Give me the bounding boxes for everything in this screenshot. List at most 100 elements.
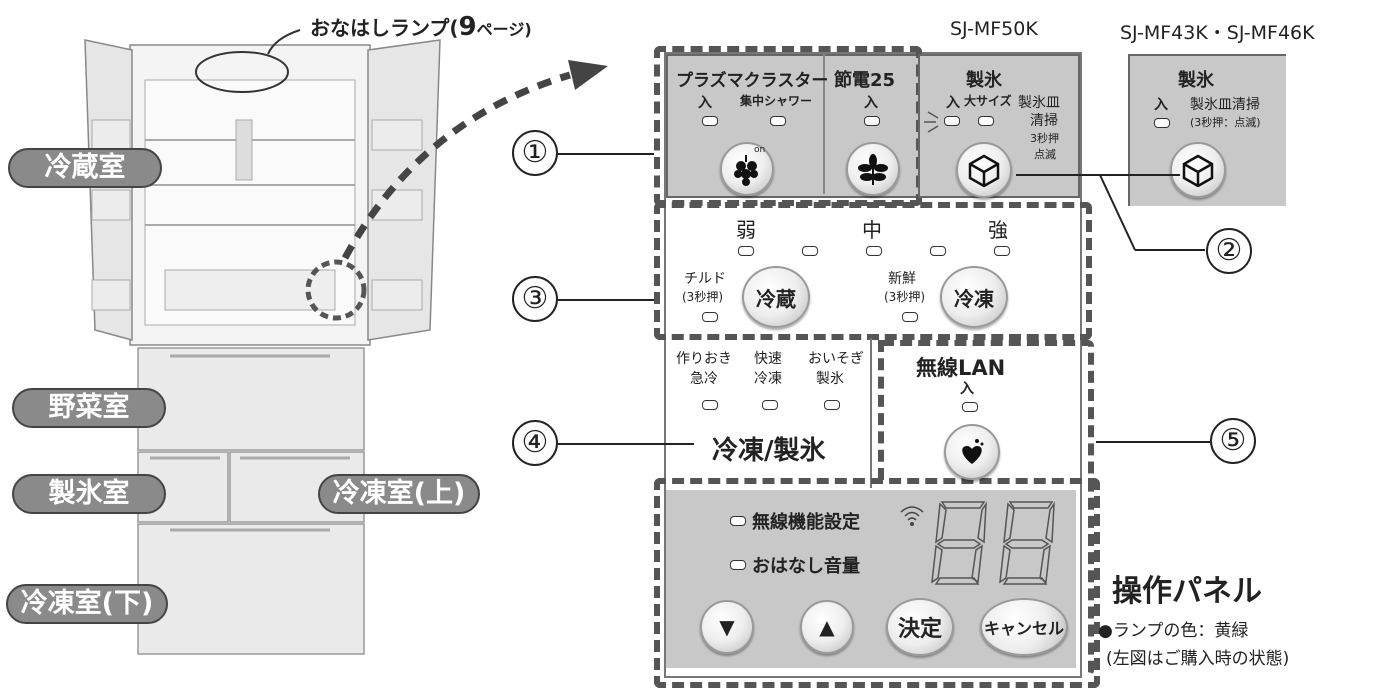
label-upper-freezer: 冷凍室(上) — [318, 474, 480, 514]
panel-location-marker — [305, 259, 367, 321]
ice-alt-title: 製氷 — [1178, 70, 1214, 91]
opt3-line1: おいそぎ — [808, 351, 864, 367]
opt2-lamp — [762, 400, 778, 410]
opt2-line1: 快速 — [754, 351, 782, 367]
model-main: SJ-MF50K — [950, 18, 1038, 40]
callout-5-frame — [876, 340, 1094, 676]
freeze-button[interactable]: 冷凍 — [940, 266, 1008, 328]
chilled-lamp — [702, 312, 718, 322]
grape-icon — [734, 155, 758, 186]
plasma-button[interactable] — [720, 142, 774, 196]
cancel-button[interactable]: キャンセル — [980, 598, 1068, 656]
cancel-label: キャンセル — [983, 619, 1064, 638]
ice-alt-lamp — [1154, 118, 1170, 128]
ice-button-main[interactable] — [956, 142, 1012, 198]
ice-hold-label1: 3秒押 — [1030, 132, 1059, 145]
section4-divider — [870, 338, 872, 488]
ice-alt-tray-label: 製氷皿清掃 — [1190, 97, 1260, 113]
opt3-line2: 製氷 — [816, 371, 844, 387]
callout-2-lines — [1016, 174, 1205, 251]
up-arrow-icon: ▲ — [819, 615, 835, 639]
wlan-title: 無線LAN — [916, 356, 1006, 380]
setsuden-on-label: 入 — [864, 95, 878, 111]
voice-lamp-callout: おなはしランプ(9ページ) — [310, 12, 532, 42]
plasma-focus-label: 集中シャワー — [740, 94, 813, 108]
setsuden-lamp — [864, 116, 880, 126]
fresh-label: 新鮮 — [888, 271, 916, 287]
temp-lamp-1 — [738, 246, 754, 256]
ice-on-lamp — [944, 116, 960, 126]
freeze-ice-button[interactable]: 冷凍/製氷 — [712, 436, 826, 466]
ice-alt-on-label: 入 — [1154, 97, 1168, 113]
setsuden-title: 節電25 — [834, 70, 896, 91]
opt1-lamp — [702, 400, 718, 410]
plasma-on-label: 入 — [698, 95, 712, 111]
caption-lamp-color: ●ランプの色：黄緑 — [1098, 621, 1249, 641]
chilled-label: チルド — [684, 271, 726, 287]
ice-tray-label1: 製氷皿 — [1018, 95, 1060, 111]
label-lower-freezer: 冷凍室(下) — [6, 584, 168, 624]
label-vegetable: 野菜室 — [12, 388, 166, 428]
ice-large-label: 大サイズ — [964, 94, 1012, 108]
ice-on-label: 入 — [946, 95, 960, 111]
callout-3-frame — [654, 202, 1092, 340]
wireless-setting-label: 無線機能設定 — [752, 512, 860, 533]
wifi-icon — [900, 506, 924, 526]
voice-lamp-marker — [195, 51, 289, 93]
callout-5: ⑤ — [1210, 418, 1256, 464]
callout-3: ③ — [512, 276, 558, 322]
seven-segment-display — [931, 501, 1055, 585]
callout-2: ② — [1206, 228, 1252, 274]
temp-mid: 中 — [862, 218, 882, 242]
plasma-focus-lamp — [770, 116, 786, 126]
opt2-line2: 冷凍 — [754, 371, 782, 387]
blink-rays-icon — [924, 111, 939, 133]
vegetable-drawer — [137, 347, 365, 451]
wlan-lamp — [962, 402, 978, 412]
temp-lamp-2 — [802, 246, 818, 256]
ice-button-alt[interactable] — [1170, 142, 1226, 198]
ice-alt-hold-label: (3秒押：点滅) — [1190, 116, 1261, 129]
model-alt: SJ-MF43K・SJ-MF46K — [1120, 22, 1315, 44]
up-button[interactable]: ▲ — [800, 600, 854, 654]
temp-strong: 強 — [988, 218, 1008, 242]
caption-title: 操作パネル — [1112, 574, 1262, 609]
opt3-lamp — [824, 400, 840, 410]
setsuden-button[interactable] — [846, 142, 900, 196]
callout-1: ① — [512, 130, 558, 176]
callout-1-frame — [654, 46, 922, 206]
label-ice: 製氷室 — [12, 474, 166, 514]
opt1-line1: 作りおき — [676, 351, 732, 367]
ice-cube-icon — [968, 154, 1000, 187]
freeze-button-label: 冷凍 — [954, 286, 994, 311]
temp-lamp-4 — [930, 246, 946, 256]
fresh-lamp — [902, 312, 918, 322]
down-button[interactable]: ▼ — [700, 600, 754, 654]
plasma-icon-sub: on — [754, 145, 766, 155]
leaf-icon — [858, 154, 888, 185]
wlan-on-label: 入 — [960, 381, 974, 397]
temp-lamp-3 — [866, 246, 882, 256]
fridge-svg — [84, 29, 608, 655]
fridge-button[interactable]: 冷蔵 — [742, 266, 810, 328]
down-arrow-icon: ▼ — [719, 615, 735, 639]
lower-freezer-drawer — [137, 523, 365, 655]
confirm-button[interactable]: 決定 — [886, 598, 954, 656]
caption-note: (左図はご購入時の状態) — [1106, 649, 1290, 669]
fridge-button-label: 冷蔵 — [756, 286, 796, 311]
wireless-setting-lamp — [730, 516, 746, 526]
voice-volume-label: おはなし音量 — [752, 556, 860, 577]
ice-hold-label2: 点滅 — [1034, 148, 1056, 161]
ice-large-lamp — [978, 116, 994, 126]
ice-title: 製氷 — [966, 70, 1002, 91]
heart-icon — [962, 439, 984, 464]
ice-tray-label2: 清掃 — [1030, 113, 1058, 129]
wlan-button[interactable] — [944, 424, 1000, 480]
chilled-hold-label: (3秒押) — [682, 290, 723, 304]
ice-cube-icon-alt — [1182, 154, 1214, 187]
temp-lamp-5 — [994, 246, 1010, 256]
confirm-label: 決定 — [897, 617, 942, 642]
opt1-line2: 急冷 — [690, 371, 718, 387]
fresh-hold-label: (3秒押) — [884, 290, 925, 304]
plasma-title: プラズマクラスター — [676, 71, 829, 91]
